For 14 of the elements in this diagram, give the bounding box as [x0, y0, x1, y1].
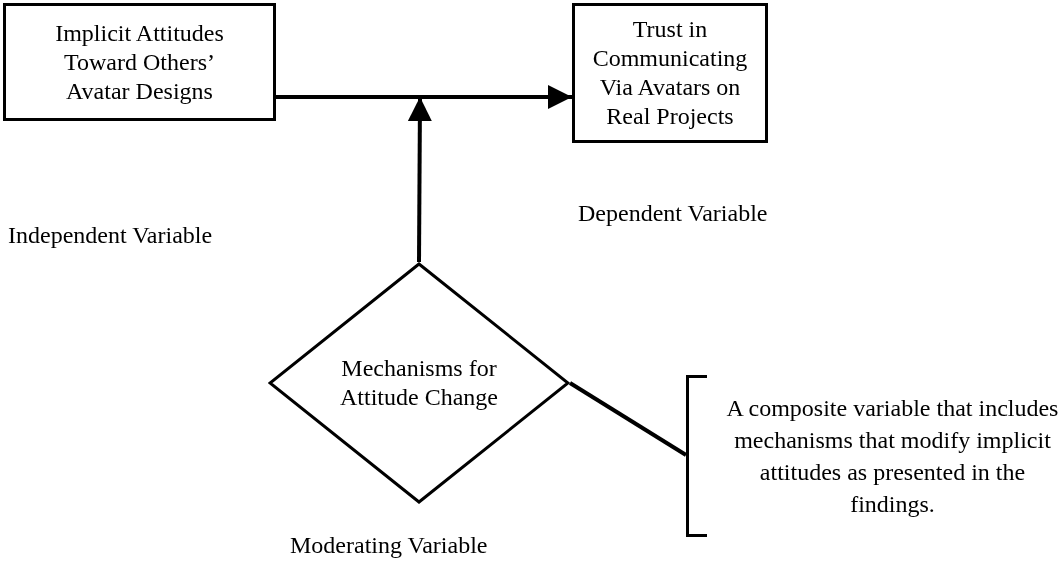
- variable-caption: Dependent Variable: [578, 199, 768, 228]
- variable-box: [572, 3, 768, 143]
- variable-caption: Independent Variable: [8, 221, 213, 250]
- variable-caption: Moderating Variable: [290, 531, 488, 560]
- arrow: [407, 97, 432, 262]
- box-text: Trust in Communicating Via Avatars on Real Projects: [591, 15, 749, 131]
- note-text: A composite variable that includes mechanisms that modify implicit attitudes as presented in the findings.: [725, 394, 1060, 519]
- box-text: Implicit Attitudes Toward Others’ Avatar Designs: [54, 18, 225, 106]
- arrow: [276, 85, 572, 109]
- decision-diamond: [268, 262, 570, 504]
- leader-line: [568, 381, 688, 457]
- bracket-note: [686, 375, 1060, 537]
- diamond-text: Mechanisms for Attitude Change: [339, 354, 499, 412]
- variable-box: [3, 3, 276, 121]
